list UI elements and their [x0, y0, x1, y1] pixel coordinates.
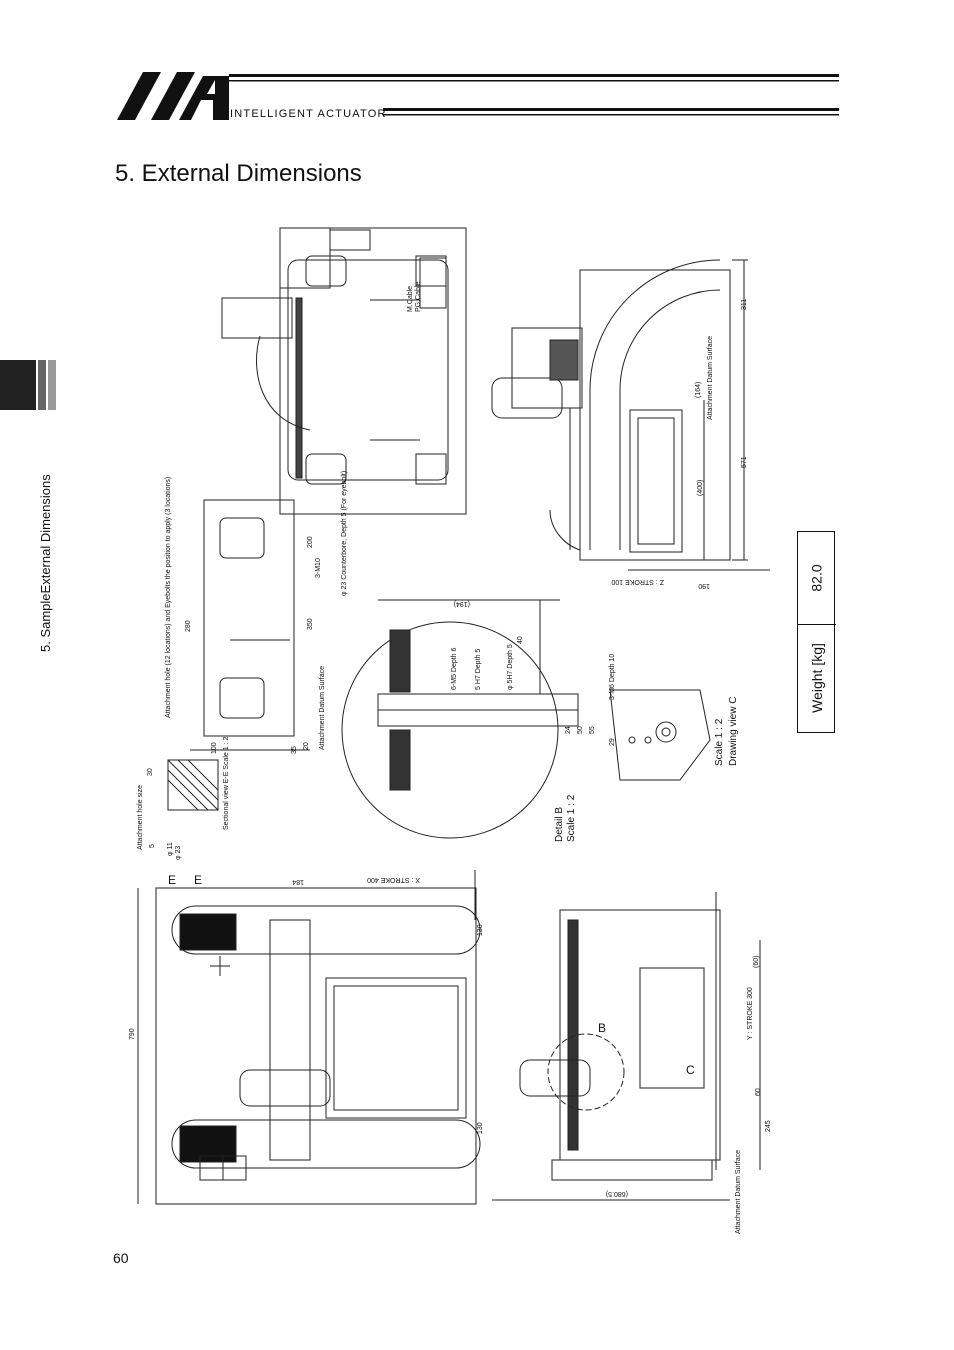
- page-number: 60: [113, 1250, 129, 1266]
- ia-logo: [117, 72, 839, 120]
- dim-400: (400): [697, 480, 704, 496]
- label-z-stroke: Z : STROKE 100: [611, 578, 664, 585]
- dim-164: (164): [695, 382, 702, 398]
- dim-280: 280: [185, 620, 192, 632]
- label-x-stroke: X : STROKE 400: [367, 876, 420, 883]
- dim-60: 60: [755, 1088, 762, 1096]
- label-m5-depth: 6-M5 Depth 6: [451, 647, 458, 690]
- dim-100: 100: [211, 742, 218, 754]
- dim-23: φ 23: [175, 846, 182, 860]
- chapter-tab: [0, 360, 56, 410]
- dim-194: (194): [454, 600, 470, 607]
- label-hole-size: Attachment hole size: [137, 785, 144, 850]
- dim-190: 190: [698, 582, 710, 589]
- dim-24: 24: [565, 726, 572, 734]
- dim-350: 350: [307, 618, 314, 630]
- label-e-left: E: [168, 873, 176, 887]
- dim-55: 55: [589, 726, 596, 734]
- label-c: C: [686, 1063, 695, 1077]
- weight-header-cell: Weight [kg]: [798, 624, 836, 732]
- dim-790: 790: [129, 1028, 136, 1040]
- dim-571: 571: [741, 456, 748, 468]
- dim-30: 30: [147, 768, 154, 776]
- dim-11: φ 11: [167, 842, 174, 856]
- label-attach-datum-bottom: Attachment Datum Surface: [735, 1150, 742, 1234]
- label-pg-cable: PG.Cable: [415, 282, 422, 312]
- dim-130-bottom: 130: [477, 1122, 484, 1134]
- top-view: [221, 227, 467, 515]
- label-detail-b: Detail B: [554, 807, 565, 842]
- dim-184: 184: [292, 878, 304, 885]
- dim-3m10: 3-M10: [315, 558, 322, 578]
- weight-value: 82.0: [809, 564, 825, 592]
- detail-b: [341, 599, 579, 839]
- label-b: B: [598, 1021, 606, 1035]
- dim-60-paren: (60): [753, 956, 760, 968]
- label-5h7-depth: φ 5H7 Depth 5: [507, 644, 514, 690]
- dim-35: 35: [291, 746, 298, 754]
- label-counterbore: φ 23 Counterbore, Depth 5 (For eyebolt): [341, 471, 348, 596]
- section-label: 5. SampleExternal Dimensions: [38, 474, 53, 652]
- label-drawing-c: Drawing view C: [728, 697, 739, 766]
- dim-50: 50: [577, 726, 584, 734]
- label-attach-datum-surface: Attachment Datum Surface: [319, 666, 326, 750]
- label-attach-hole-note: Attachment hole (12 locations) and Eyebo…: [165, 477, 172, 718]
- page-title: 5. External Dimensions: [115, 160, 362, 187]
- dim-20: 20: [303, 742, 310, 750]
- brand-name: INTELLIGENT ACTUATOR: [230, 108, 387, 120]
- dim-40: 40: [517, 636, 524, 644]
- label-sectional-view: Sectional view E-E Scale 1 : 2: [223, 737, 230, 830]
- weight-header: Weight [kg]: [809, 643, 825, 713]
- label-detail-b-scale: Scale 1 : 2: [566, 794, 577, 842]
- label-attach-datum-top: Attachment Datum Surface: [707, 336, 714, 420]
- dim-5: 5: [149, 844, 156, 848]
- dim-29: 29: [609, 738, 616, 746]
- label-m-cable: M.Cable: [407, 286, 414, 312]
- dim-130-top: 130: [477, 924, 484, 936]
- label-scale-c: Scale 1 : 2: [714, 718, 725, 766]
- weight-value-cell: 82.0: [798, 532, 836, 625]
- dim-245: 245: [765, 1120, 772, 1132]
- sectional-view: [167, 759, 219, 811]
- plan-view-xy: [137, 870, 481, 1205]
- dim-200: 200: [307, 536, 314, 548]
- drawing-view-c: [609, 689, 711, 781]
- weight-table: 82.0 Weight [kg]: [797, 531, 836, 733]
- label-m6-depth: 3-M6 Depth 10: [609, 654, 616, 700]
- label-e-right: E: [194, 873, 202, 887]
- dim-680: (680.5): [606, 1190, 628, 1197]
- side-view-z: [491, 259, 770, 571]
- dim-311: 311: [741, 299, 748, 310]
- base-plate-view: [190, 499, 310, 751]
- front-view: [492, 892, 761, 1201]
- label-y-stroke: Y : STROKE 300: [747, 987, 754, 1040]
- label-h7-depth: 5 H7 Depth 5: [475, 649, 482, 690]
- external-dimensions-drawing: M.Cable PG.Cable Attachment Datum Surfac…: [129, 227, 772, 1234]
